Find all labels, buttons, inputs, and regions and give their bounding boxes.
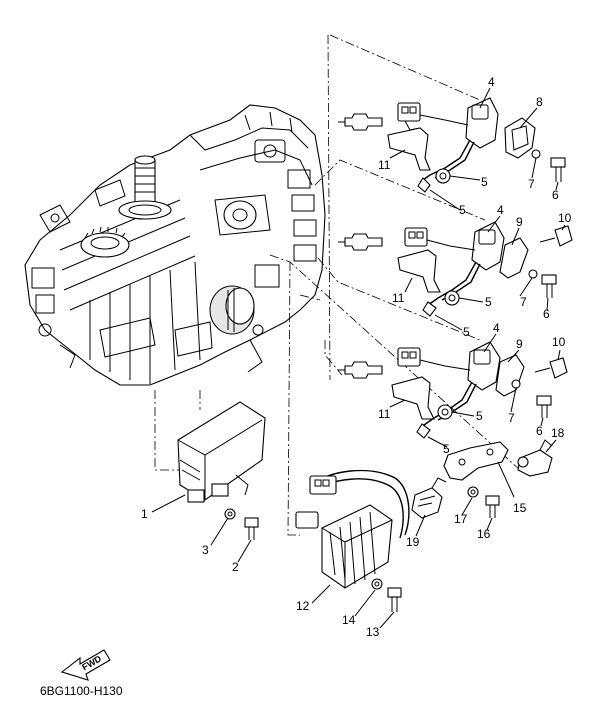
callout-numbers: 1 2 3 4 4 4 5 5 5 5 5 5 6 6 6 7 7 7 8 9 …	[141, 75, 572, 639]
ignition-coil-set-bottom	[338, 341, 568, 439]
callout-5: 5	[476, 409, 483, 423]
sensor-bracket-group	[411, 439, 553, 519]
callout-7: 7	[520, 295, 527, 309]
callout-4: 4	[488, 75, 495, 89]
callout-12: 12	[296, 599, 310, 613]
callout-5: 5	[463, 325, 470, 339]
callout-4: 4	[497, 203, 504, 217]
callout-4: 4	[493, 321, 500, 335]
callout-5: 5	[485, 295, 492, 309]
callout-9: 9	[516, 337, 523, 351]
callout-10: 10	[552, 335, 566, 349]
ignition-coil-set-middle	[338, 221, 573, 317]
callout-5: 5	[443, 442, 450, 456]
callout-6: 6	[536, 424, 543, 438]
callout-14: 14	[342, 613, 356, 627]
callout-6: 6	[543, 307, 550, 321]
callout-8: 8	[536, 95, 543, 109]
callout-10: 10	[558, 211, 572, 225]
leader-lines	[154, 34, 521, 536]
cdi-unit	[177, 401, 266, 540]
callout-16: 16	[477, 527, 491, 541]
callout-2: 2	[232, 560, 239, 574]
callout-leaders	[151, 87, 566, 629]
callout-13: 13	[366, 625, 380, 639]
fwd-arrow-icon: FWD	[60, 649, 111, 681]
callout-6: 6	[552, 188, 559, 202]
callout-9: 9	[516, 215, 523, 229]
callout-1: 1	[141, 507, 148, 521]
callout-15: 15	[513, 501, 527, 515]
ignition-coil-set-top	[338, 97, 566, 193]
callout-7: 7	[508, 411, 515, 425]
callout-11: 11	[392, 291, 405, 305]
callout-7: 7	[528, 177, 535, 191]
callout-11: 11	[378, 158, 391, 172]
callout-3: 3	[202, 543, 209, 557]
diagram-code: 6BG1100-H130	[40, 684, 123, 698]
callout-18: 18	[551, 426, 565, 440]
callout-5: 5	[459, 203, 466, 217]
engine-block	[24, 104, 326, 386]
rectifier-harness	[295, 469, 410, 612]
callout-11: 11	[378, 407, 391, 421]
callout-5: 5	[481, 175, 488, 189]
callout-19: 19	[406, 535, 420, 549]
callout-17: 17	[454, 512, 468, 526]
